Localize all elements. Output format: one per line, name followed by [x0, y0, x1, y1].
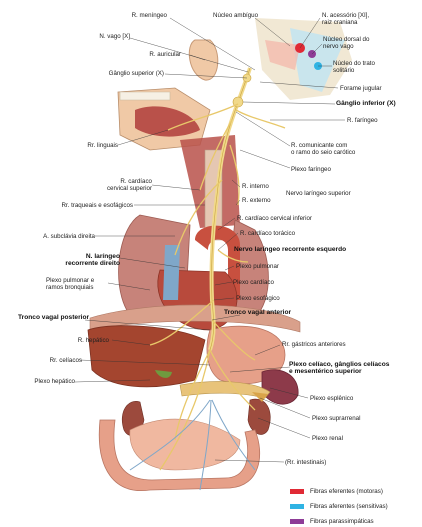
- label-r-cardiaco-cervical-superior: R. cardíaco cervical superior: [106, 178, 152, 192]
- label-rr-celiacos: Rr. celíacos: [49, 357, 82, 364]
- teeth: [119, 91, 171, 101]
- liver: [87, 325, 206, 388]
- legend-item-afferent: Fibras aferentes (sensitivas): [290, 503, 420, 511]
- label-plexo-cardiaco: Plexo cardíaco: [233, 279, 274, 286]
- legend-item-efferent: Fibras eferentes (motoras): [290, 488, 420, 496]
- label-nucleo-dorsal: Núcleo dorsal do nervo vago: [323, 36, 370, 50]
- label-plexo-pulmonar-ramos: Plexo pulmonar e ramos bronquiais: [46, 277, 95, 291]
- label-plexo-pulmonar: Plexo pulmonar: [236, 263, 279, 270]
- legend-label-parasympathetic: Fibras parassimpáticas: [310, 518, 374, 525]
- label-plexo-hepatico: Plexo hepático: [34, 378, 75, 385]
- label-n-acessorio: N. acessório [XI], raiz craniana: [322, 12, 370, 26]
- legend-swatch-afferent: [290, 504, 304, 509]
- label-tronco-vagal-anterior: Tronco vagal anterior: [224, 309, 292, 316]
- label-r-faringeo: R. faríngeo: [347, 117, 378, 124]
- legend-swatch-parasympathetic: [290, 519, 304, 524]
- legend-item-parasympathetic: Fibras parassimpáticas: [290, 518, 420, 526]
- ear: [188, 39, 219, 81]
- legend-swatch-efferent: [290, 489, 304, 494]
- label-plexo-renal: Plexo renal: [312, 435, 343, 442]
- label-r-interno: R. interno: [242, 183, 269, 190]
- label-n-laringeo-recorrente-direito: N. laríngeo recorrente direito: [65, 253, 120, 267]
- legend-label-efferent: Fibras eferentes (motoras): [310, 488, 383, 495]
- label-plexo-celiaco: Plexo celíaco, gânglios celíacos e mesen…: [289, 361, 390, 375]
- colon: [98, 419, 261, 492]
- label-ganglio-inferior: Gânglio inferior (X): [336, 100, 396, 107]
- label-r-meningeo: R. meníngeo: [131, 12, 167, 19]
- label-nucleo-trato: Núcleo do trato solitário: [333, 60, 375, 74]
- left-kidney: [247, 398, 271, 435]
- leader-lines: [74, 17, 345, 463]
- vessels: [129, 399, 256, 491]
- label-rr-gastricos: Rr. gástricos anteriores: [282, 341, 346, 348]
- adrenal: [252, 392, 268, 402]
- label-plexo-suprarrenal: Plexo suprarrenal: [312, 415, 361, 422]
- label-plexo-esofagico: Plexo esofágico: [236, 295, 280, 302]
- label-r-hepatico: R. hepático: [77, 337, 109, 344]
- efferent-tract: [265, 40, 300, 70]
- spleen: [261, 369, 299, 405]
- vena-cava: [163, 245, 180, 300]
- label-r-cardiaco-toracico: R. cardíaco torácico: [240, 230, 296, 237]
- label-tronco-vagal-posterior: Tronco vagal posterior: [18, 314, 90, 321]
- label-r-cardiaco-cervical-inferior: R. cardíaco cervical inferior: [237, 215, 312, 222]
- label-nervo-laringeo-superior: Nervo laríngeo superior: [286, 190, 351, 197]
- label-nucleo-ambiguo: Núcleo ambíguo: [213, 12, 259, 19]
- label-nervo-laringeo-recorrente-esquerdo: Nervo laríngeo recorrente esquerdo: [234, 246, 347, 253]
- label-plexo-faringeo: Plexo faríngeo: [291, 166, 331, 173]
- diaphragm: [89, 304, 301, 333]
- tongue: [135, 106, 200, 137]
- label-a-subclavia: A. subclávia direita: [43, 233, 95, 240]
- label-rr-traqueais: Rr. traqueais e esofágicos: [61, 202, 133, 209]
- label-forame-jugular: Forame jugular: [340, 85, 382, 92]
- gallbladder: [155, 370, 172, 378]
- label-rr-linguais: Rr. linguais: [87, 142, 118, 149]
- legend: Fibras eferentes (motoras) Fibras aferen…: [290, 486, 420, 526]
- label-ganglio-superior: Gânglio superior (X): [108, 70, 164, 77]
- legend-label-afferent: Fibras aferentes (sensitivas): [310, 503, 388, 510]
- label-r-auricular: R. auricular: [149, 51, 181, 58]
- small-intestine: [129, 418, 241, 471]
- label-plexo-esplenico: Plexo esplênico: [310, 395, 354, 402]
- label-n-vago: N. vago [X]: [99, 33, 130, 40]
- label-r-comunicante: R. comunicante com o ramo do seio caróti…: [291, 142, 356, 156]
- label-rr-intestinais: (Rr. intestinais): [285, 459, 327, 466]
- afferent-tract: [290, 28, 345, 92]
- nerve-branches: [149, 103, 286, 471]
- label-r-externo: R. externo: [242, 197, 271, 204]
